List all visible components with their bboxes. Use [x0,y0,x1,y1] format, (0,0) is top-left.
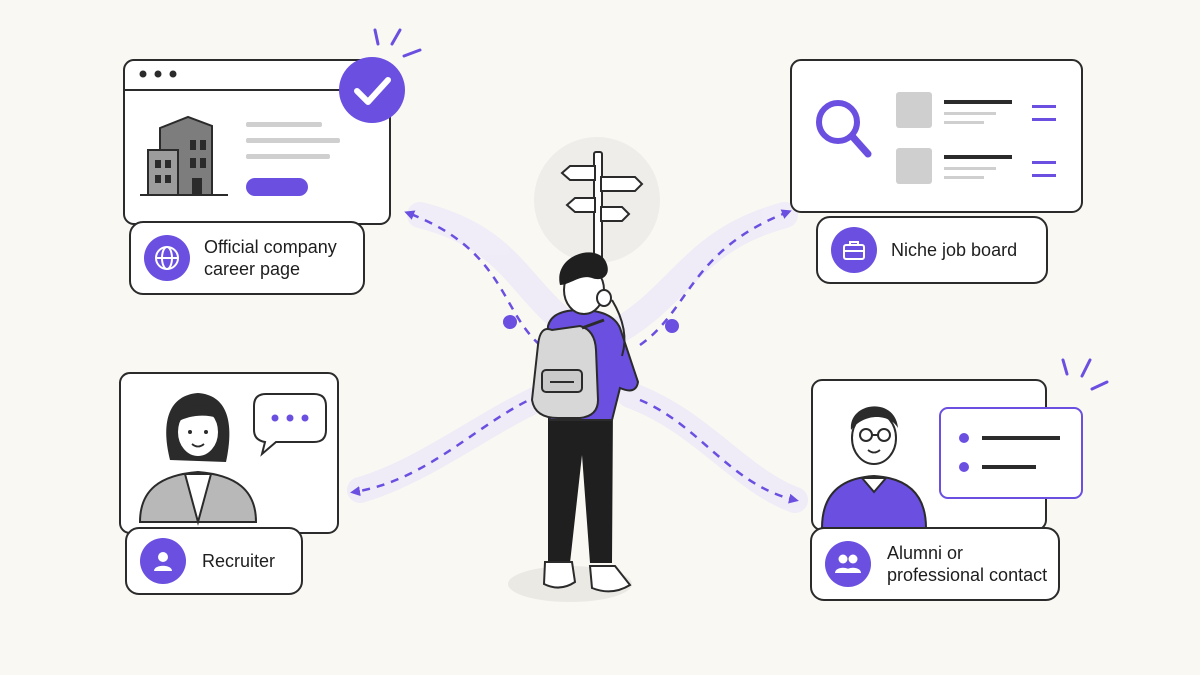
arrow-to-career-page [404,210,541,346]
highlight-sparks [1061,358,1109,391]
magnifier-icon [816,100,872,158]
contact-portrait [820,406,928,529]
option-label: Recruiter [202,551,276,571]
career-page-illustration [123,28,422,225]
path-dot [665,319,679,333]
path-dot [503,315,517,329]
option-label: Official company career page [204,237,337,279]
user-icon [140,538,186,584]
person-with-backpack-icon [508,252,640,602]
arrow-to-alumni [639,398,799,504]
message-card [939,407,1083,499]
option-label: Niche job board [891,240,1018,260]
globe-icon [144,235,190,281]
arrow-to-job-board [639,209,792,347]
highlight-sparks [373,28,422,58]
people-icon [825,541,871,587]
chat-bubble-icon [253,393,327,457]
checkmark-icon [339,57,405,123]
path-arrows [350,209,799,504]
option-card-alumni[interactable]: Alumni or professional contact [810,527,1060,601]
option-card-career-page[interactable]: Official company career page [129,221,365,295]
recruiter-illustration [119,372,339,534]
alumni-illustration [811,358,1109,531]
briefcase-icon [831,227,877,273]
arrow-to-recruiter [350,393,541,496]
option-card-job-board[interactable]: Niche job board [816,216,1048,284]
option-label: Alumni or professional contact [887,543,1048,585]
job-board-illustration [790,59,1083,213]
signpost-icon [534,137,660,271]
option-card-recruiter[interactable]: Recruiter [125,527,303,595]
recruiter-portrait [138,393,258,526]
building-icon [140,115,228,196]
